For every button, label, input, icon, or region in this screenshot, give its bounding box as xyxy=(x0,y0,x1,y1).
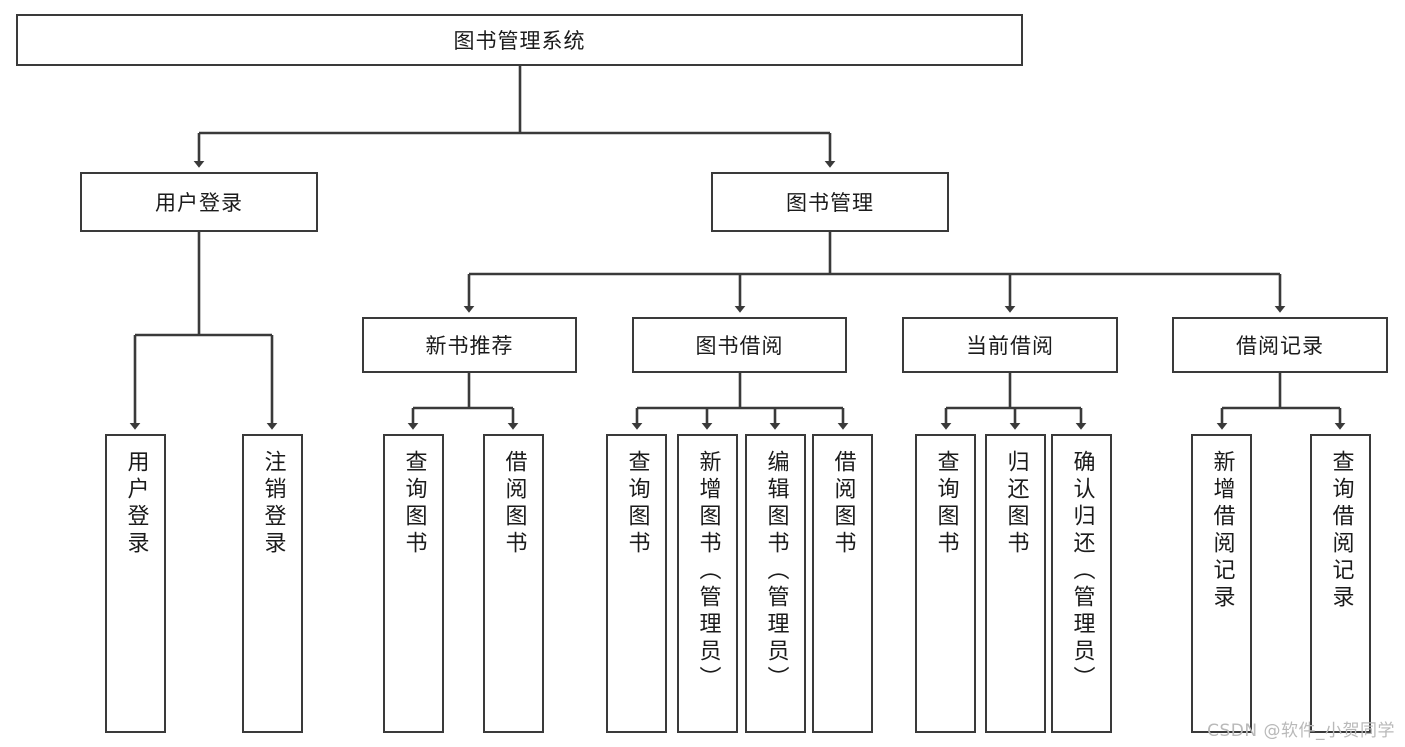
node-root[interactable]: 图书管理系统 xyxy=(16,14,1023,66)
leaf-current-return-book-label: 归还图书 xyxy=(1003,450,1029,558)
leaf-user-login-label: 用户登录 xyxy=(123,450,149,558)
leaf-recommend-query-book-label: 查询图书 xyxy=(401,450,427,558)
node-user-login-label: 用户登录 xyxy=(155,191,243,215)
leaf-borrow-query-book[interactable]: 查询图书 xyxy=(606,434,667,733)
leaf-current-confirm-return[interactable]: 确认归还（管理员） xyxy=(1051,434,1112,733)
leaf-borrow-borrow-book-label: 借阅图书 xyxy=(830,450,856,558)
node-new-book-recommend[interactable]: 新书推荐 xyxy=(362,317,577,373)
node-root-label: 图书管理系统 xyxy=(453,29,586,53)
node-current-borrow-label: 当前借阅 xyxy=(966,334,1054,358)
leaf-borrow-add-book[interactable]: 新增图书（管理员） xyxy=(677,434,738,733)
node-borrow-record-label: 借阅记录 xyxy=(1236,334,1324,358)
leaf-recommend-borrow-book[interactable]: 借阅图书 xyxy=(483,434,544,733)
leaf-current-return-book[interactable]: 归还图书 xyxy=(985,434,1046,733)
node-book-borrow[interactable]: 图书借阅 xyxy=(632,317,847,373)
leaf-borrow-query-book-label: 查询图书 xyxy=(624,450,650,558)
leaf-borrow-add-book-label: 新增图书（管理员） xyxy=(695,450,721,693)
leaf-current-confirm-return-label: 确认归还（管理员） xyxy=(1069,450,1095,693)
leaf-logout[interactable]: 注销登录 xyxy=(242,434,303,733)
leaf-recommend-query-book[interactable]: 查询图书 xyxy=(383,434,444,733)
leaf-current-query-book[interactable]: 查询图书 xyxy=(915,434,976,733)
leaf-record-add[interactable]: 新增借阅记录 xyxy=(1191,434,1252,733)
leaf-borrow-edit-book-label: 编辑图书（管理员） xyxy=(763,450,789,693)
leaf-record-add-label: 新增借阅记录 xyxy=(1209,450,1235,612)
node-user-login[interactable]: 用户登录 xyxy=(80,172,318,232)
node-book-management[interactable]: 图书管理 xyxy=(711,172,949,232)
node-borrow-record[interactable]: 借阅记录 xyxy=(1172,317,1388,373)
node-new-book-recommend-label: 新书推荐 xyxy=(425,334,514,358)
leaf-logout-label: 注销登录 xyxy=(260,450,286,558)
leaf-recommend-borrow-book-label: 借阅图书 xyxy=(501,450,527,558)
leaf-user-login[interactable]: 用户登录 xyxy=(105,434,166,733)
node-book-management-label: 图书管理 xyxy=(786,191,874,215)
leaf-current-query-book-label: 查询图书 xyxy=(933,450,959,558)
leaf-record-query-label: 查询借阅记录 xyxy=(1328,450,1354,612)
watermark: CSDN @软件_小贺同学 xyxy=(1207,721,1395,741)
node-book-borrow-label: 图书借阅 xyxy=(695,334,784,358)
node-current-borrow[interactable]: 当前借阅 xyxy=(902,317,1118,373)
leaf-borrow-edit-book[interactable]: 编辑图书（管理员） xyxy=(745,434,806,733)
leaf-borrow-borrow-book[interactable]: 借阅图书 xyxy=(812,434,873,733)
leaf-record-query[interactable]: 查询借阅记录 xyxy=(1310,434,1371,733)
